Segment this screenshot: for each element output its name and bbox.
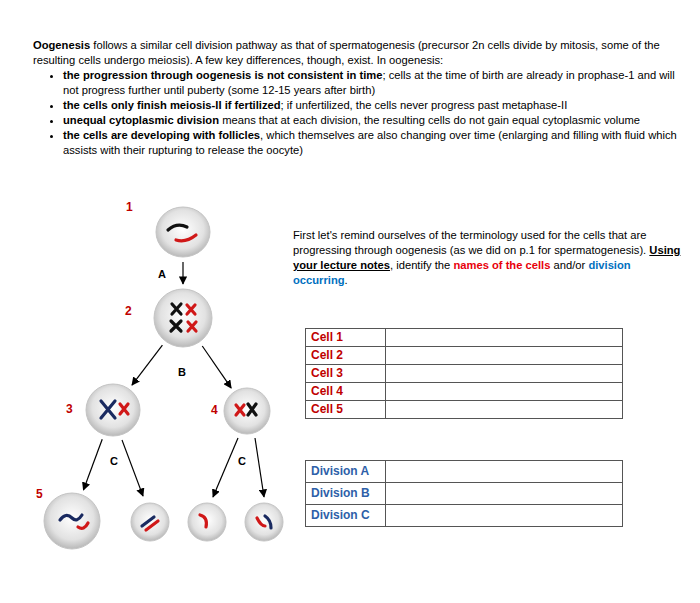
table-cell: Division A: [311, 464, 369, 478]
intro-text: Oogenesis follows a similar cell divisio…: [33, 38, 678, 158]
cell-outline: [85, 383, 141, 437]
cell-circle: 5: [43, 492, 101, 550]
division-letter: C: [238, 455, 246, 468]
division-arrow: [132, 345, 162, 385]
cell-circle: 4: [223, 387, 271, 435]
table-cell: Cell 3: [311, 366, 343, 380]
cell-body: [86, 384, 140, 436]
table-cell: Division C: [311, 508, 370, 522]
division-letter: C: [110, 455, 118, 468]
extra-arrows: [122, 438, 264, 497]
callout-number: 3: [66, 402, 73, 416]
division-arrow: [202, 346, 231, 388]
cell-outline: [43, 492, 101, 550]
text-run: .: [345, 274, 348, 286]
cell-circle: 3: [85, 383, 141, 437]
bullet-point: unequal cytoplasmic division means that …: [63, 113, 678, 128]
cell-circle: 1: [155, 206, 211, 258]
paragraph: First let's remind ourselves of the term…: [293, 228, 681, 288]
text-run: unequal cytoplasmic division: [63, 114, 219, 126]
division-arrow: [182, 262, 183, 284]
cell-circle: 2: [153, 288, 213, 348]
instruction-text: First let's remind ourselves of the term…: [293, 228, 681, 288]
text-run: , identify the: [390, 259, 450, 271]
bullet-point: the cells are developing with follicles,…: [63, 128, 678, 158]
small-cells: [131, 503, 283, 541]
text-run: First let's remind ourselves of the term…: [293, 229, 646, 256]
table-cell: Cell 1: [311, 330, 343, 344]
bullet-point: the cells only finish meiosis-II if fert…: [63, 98, 678, 113]
cell-outline: [223, 387, 271, 435]
text-run: ; if unfertilized, the cells never progr…: [281, 99, 568, 111]
bullet-point: the progression through oogenesis is not…: [63, 68, 678, 98]
table-cell: Cell 4: [311, 384, 343, 398]
division-letter: B: [178, 366, 186, 379]
cell-outline: [155, 206, 211, 258]
cell-body: [44, 493, 100, 549]
cell-body: [154, 289, 212, 347]
table-grid: [305, 328, 623, 527]
cell-body: [224, 388, 270, 434]
table-cell: Division B: [311, 486, 370, 500]
text-run: the cells only finish meiosis-II if fert…: [63, 99, 281, 111]
text-run: the cells are developing with follicles: [63, 129, 260, 141]
text-run: names of the cells: [453, 259, 550, 271]
text-run: and/or: [554, 259, 586, 271]
cell-outline: [153, 288, 213, 348]
callout-number: 1: [126, 200, 133, 214]
table-cell: Cell 5: [311, 402, 343, 416]
paragraph: Oogenesis follows a similar cell divisio…: [33, 38, 678, 68]
text-run: the progression through oogenesis is not…: [63, 69, 383, 81]
cell-body: [156, 207, 210, 257]
callout-number: 5: [36, 487, 43, 501]
text-run: means that at each division, the resulti…: [222, 114, 640, 126]
text-run: Oogenesis: [33, 39, 90, 51]
division-letter: A: [158, 268, 166, 281]
text-run: follows a similar cell division pathway …: [33, 39, 660, 66]
division-arrow: [83, 439, 102, 490]
table-cell: Cell 2: [311, 348, 343, 362]
callout-number: 2: [125, 304, 132, 318]
callout-number: 4: [211, 403, 218, 417]
